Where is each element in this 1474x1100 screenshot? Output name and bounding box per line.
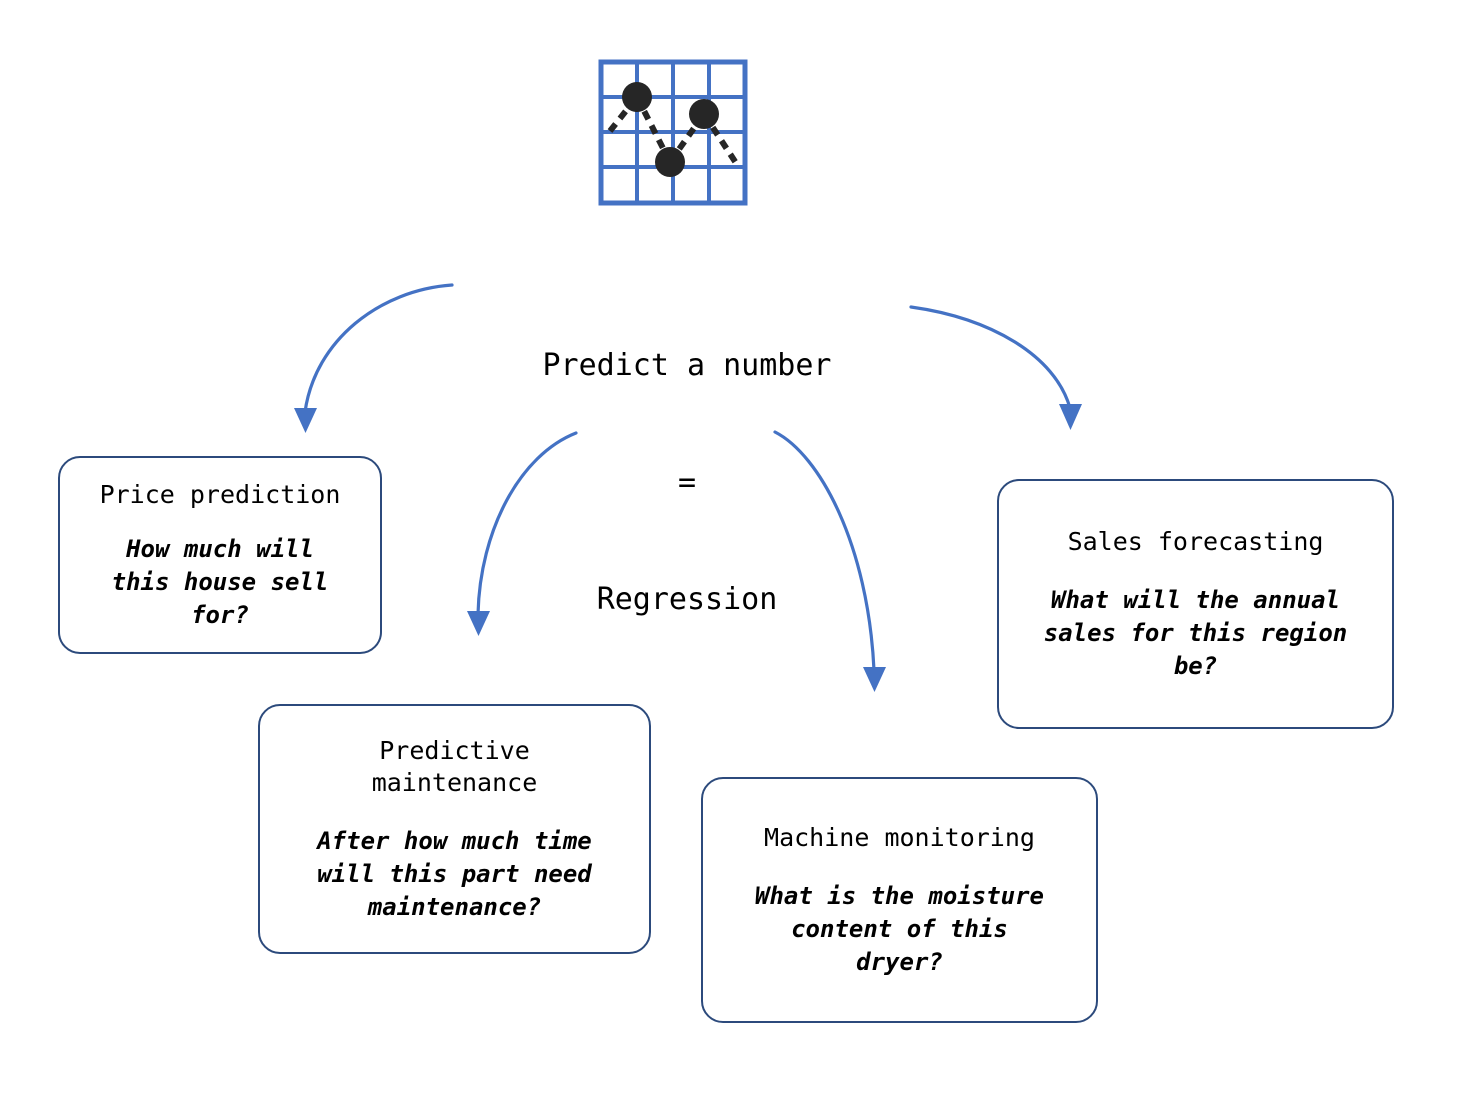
- node-title: Sales forecasting: [1067, 526, 1324, 556]
- center-title-line-3: Regression: [596, 582, 778, 617]
- arrow-to-price-prediction: [294, 283, 454, 433]
- node-title: Predictive maintenance: [371, 735, 538, 797]
- node-machine-monitoring[interactable]: Machine monitoring What is the moisture …: [701, 777, 1098, 1023]
- node-predictive-maintenance[interactable]: Predictive maintenance After how much ti…: [258, 704, 651, 954]
- node-title: Machine monitoring: [764, 822, 1035, 852]
- node-sales-forecasting[interactable]: Sales forecasting What will the annual s…: [997, 479, 1394, 729]
- node-subtitle: After how much time will this part need …: [317, 826, 592, 921]
- node-subtitle: How much will this house sell for?: [111, 534, 329, 629]
- node-price-prediction[interactable]: Price prediction How much will this hous…: [58, 456, 382, 654]
- node-title: Price prediction: [99, 479, 341, 509]
- center-title: Predict a number = Regression: [437, 268, 937, 697]
- scatter-plot-grid-icon: [598, 59, 748, 206]
- center-title-line-1: Predict a number: [542, 348, 832, 383]
- node-subtitle: What is the moisture content of this dry…: [755, 881, 1044, 976]
- center-title-equals: =: [677, 465, 697, 500]
- node-subtitle: What will the annual sales for this regi…: [1043, 585, 1348, 680]
